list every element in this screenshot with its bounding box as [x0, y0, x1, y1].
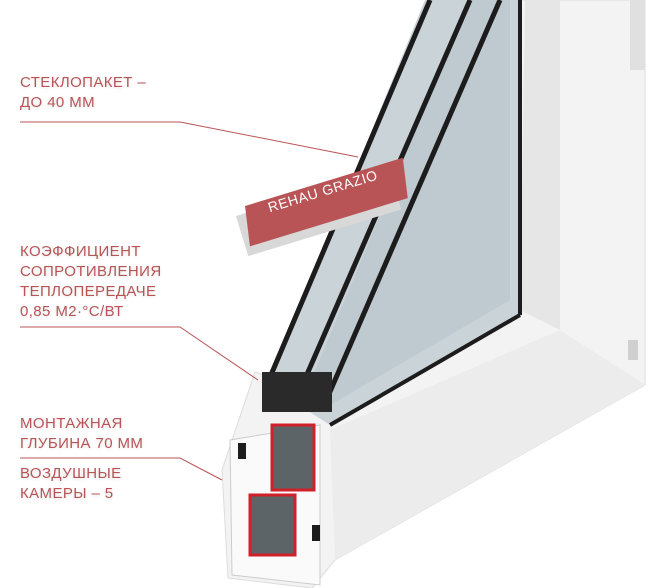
- label-line: ТЕПЛОПЕРЕДАЧЕ: [20, 283, 157, 300]
- air-chambers-label: ВОЗДУШНЫЕ КАМЕРЫ – 5: [20, 464, 122, 504]
- window-frame: [221, 0, 646, 588]
- glass-unit-label: СТЕКЛОПАКЕТ – ДО 40 ММ: [20, 73, 146, 113]
- leader-lines: [20, 121, 359, 481]
- hinge: [630, 0, 645, 70]
- glass-unit: [265, 0, 522, 427]
- label-line: КОЭФФИЦИЕНТ: [20, 243, 141, 260]
- label-line: ВОЗДУШНЫЕ: [20, 465, 122, 482]
- label-line: СТЕКЛОПАКЕТ –: [20, 74, 147, 91]
- label-line: КАМЕРЫ – 5: [20, 485, 114, 502]
- profile-cross-section: [229, 372, 332, 586]
- heat-resistance-label: КОЭФФИЦИЕНТ СОПРОТИВЛЕНИЯ ТЕПЛОПЕРЕДАЧЕ …: [20, 242, 162, 322]
- label-line: ДО 40 ММ: [20, 94, 96, 111]
- label-line: 0,85 М2·°С/ВТ: [20, 303, 124, 320]
- label-line: СОПРОТИВЛЕНИЯ: [20, 263, 162, 280]
- label-line: ГЛУБИНА 70 ММ: [20, 435, 144, 452]
- label-line: МОНТАЖНАЯ: [20, 415, 123, 432]
- mounting-depth-label: МОНТАЖНАЯ ГЛУБИНА 70 ММ: [20, 414, 143, 454]
